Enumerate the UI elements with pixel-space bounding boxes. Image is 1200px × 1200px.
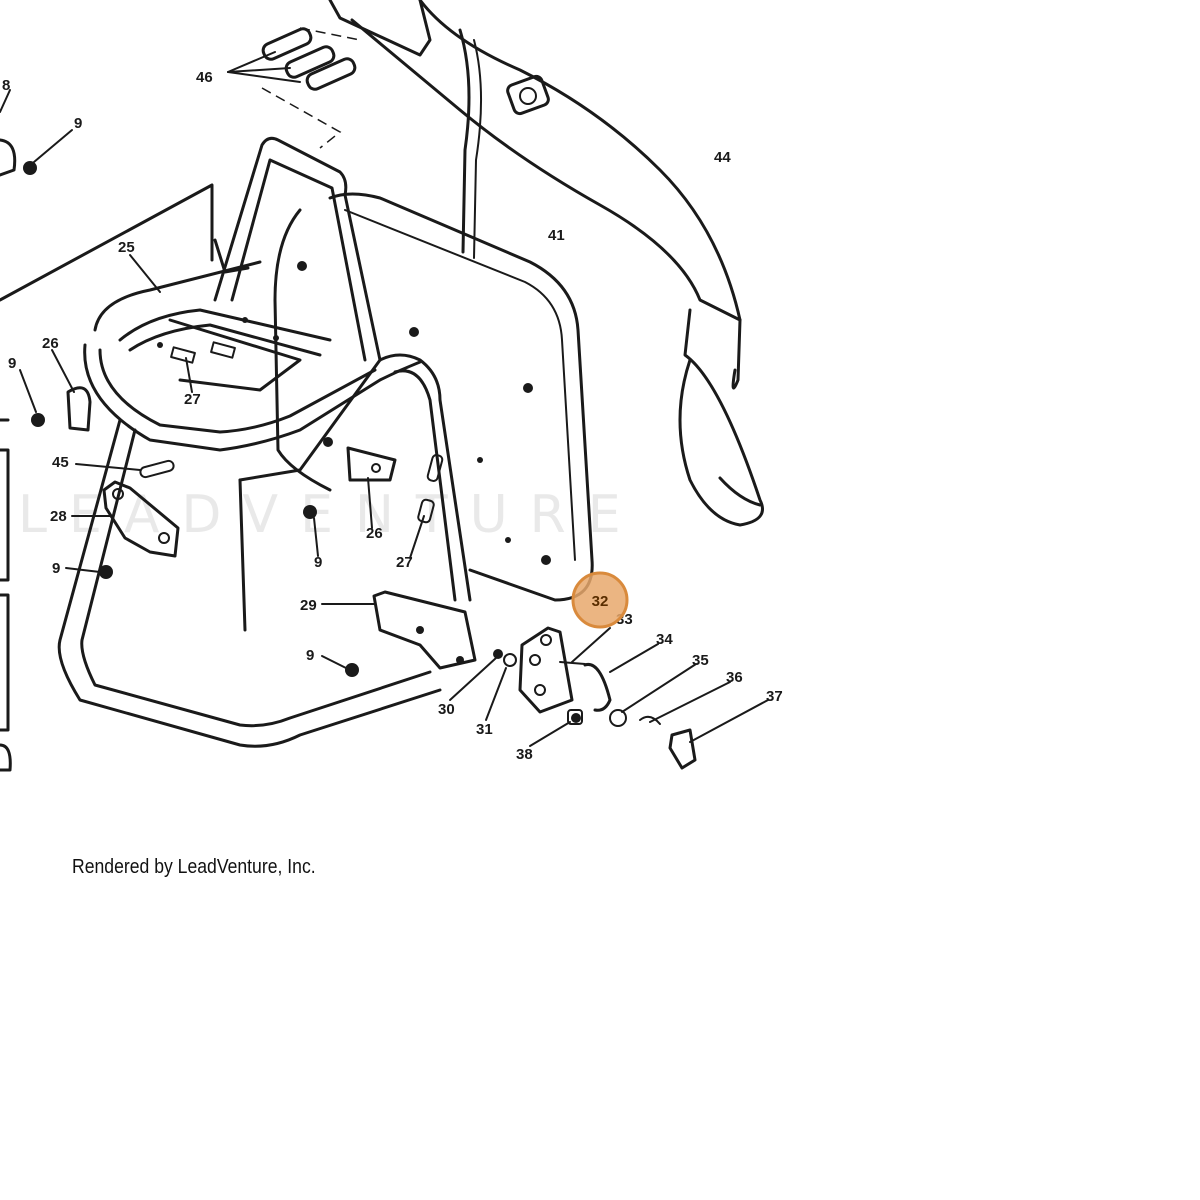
label-9[interactable]: 9 [52,560,60,577]
label-9[interactable]: 9 [306,647,314,664]
label-9[interactable]: 9 [74,115,82,132]
hinge-29 [372,590,517,670]
label-29[interactable]: 29 [300,597,317,614]
label-26[interactable]: 26 [366,525,383,542]
clamp-26-left [31,386,92,432]
highlight-callout-32[interactable]: 32 [571,571,629,629]
label-30[interactable]: 30 [438,701,455,718]
label-8[interactable]: 8 [2,77,10,94]
label-37[interactable]: 37 [766,688,783,705]
label-9[interactable]: 9 [8,355,16,372]
strap-44 [328,0,764,527]
springs-46 [227,27,361,149]
label-46[interactable]: 46 [196,69,213,86]
label-44[interactable]: 44 [714,149,731,166]
label-41[interactable]: 41 [548,227,565,244]
backrest-frame [57,136,472,748]
label-45[interactable]: 45 [52,454,69,471]
part-labels: 8 9 46 44 41 25 26 9 27 45 28 9 26 9 27 … [2,69,783,763]
label-36[interactable]: 36 [726,669,743,686]
label-26[interactable]: 26 [42,335,59,352]
leader-lines [0,89,769,747]
clamp-26-right [346,446,397,482]
label-28[interactable]: 28 [50,508,67,525]
highlight-label[interactable]: 32 [592,593,609,610]
label-27[interactable]: 27 [184,391,201,408]
bracket-28 [102,459,180,558]
rack-25 [0,183,422,452]
label-25[interactable]: 25 [118,239,135,256]
credit-text: Rendered by LeadVenture, Inc. [72,856,316,878]
label-31[interactable]: 31 [476,721,493,738]
highlight-circle[interactable] [571,571,629,629]
label-27[interactable]: 27 [396,554,413,571]
label-38[interactable]: 38 [516,746,533,763]
backrest-panel-41 [273,28,594,602]
label-35[interactable]: 35 [692,652,709,669]
left-edge-parts [0,138,17,772]
label-9[interactable]: 9 [314,554,322,571]
label-34[interactable]: 34 [656,631,673,648]
latch-assembly [518,626,697,770]
screws-9 [23,161,359,677]
